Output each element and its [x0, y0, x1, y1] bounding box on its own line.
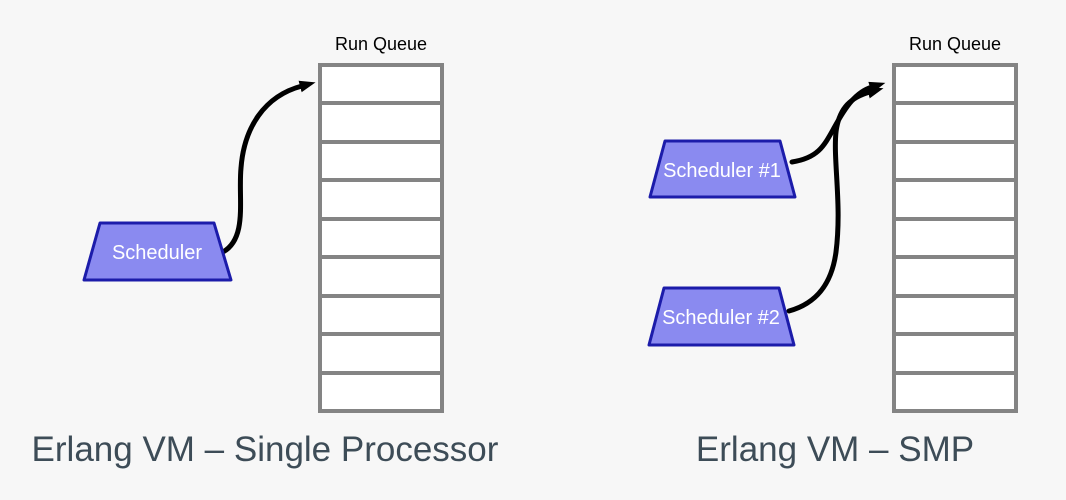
run-queue-left [318, 63, 444, 413]
queue-cell [896, 374, 1014, 409]
arrow-scheduler2-to-queue [786, 86, 884, 314]
queue-cell [322, 297, 440, 337]
queue-cell [896, 105, 1014, 144]
run-queue-right [892, 63, 1018, 413]
scheduler1-shape [648, 139, 797, 199]
queue-cell [322, 67, 440, 106]
run-queue-title-right: Run Queue [908, 34, 1002, 54]
arrow-scheduler-to-queue [220, 80, 316, 255]
queue-cell [322, 259, 440, 298]
queue-cell [896, 336, 1014, 375]
scheduler2-label: Scheduler #2 [662, 307, 780, 329]
queue-cell [322, 182, 440, 221]
queue-cell [322, 336, 440, 375]
queue-cell [896, 259, 1014, 298]
queue-cell [896, 143, 1014, 183]
queue-cell [322, 105, 440, 144]
scheduler-label: Scheduler [112, 242, 202, 264]
queue-cell [322, 220, 440, 260]
queue-cell [896, 220, 1014, 260]
run-queue-title-left: Run Queue [334, 34, 428, 54]
scheduler-shape [82, 221, 233, 282]
scheduler2-shape [647, 286, 796, 347]
diagram-caption-single-processor: Erlang VM – Single Processor [31, 430, 499, 469]
queue-cell [896, 297, 1014, 337]
queue-cell [322, 143, 440, 183]
diagram-caption-smp: Erlang VM – SMP [695, 430, 975, 469]
scheduler1-label: Scheduler #1 [663, 160, 781, 182]
queue-cell [322, 374, 440, 409]
queue-cell [896, 67, 1014, 106]
queue-cell [896, 182, 1014, 221]
